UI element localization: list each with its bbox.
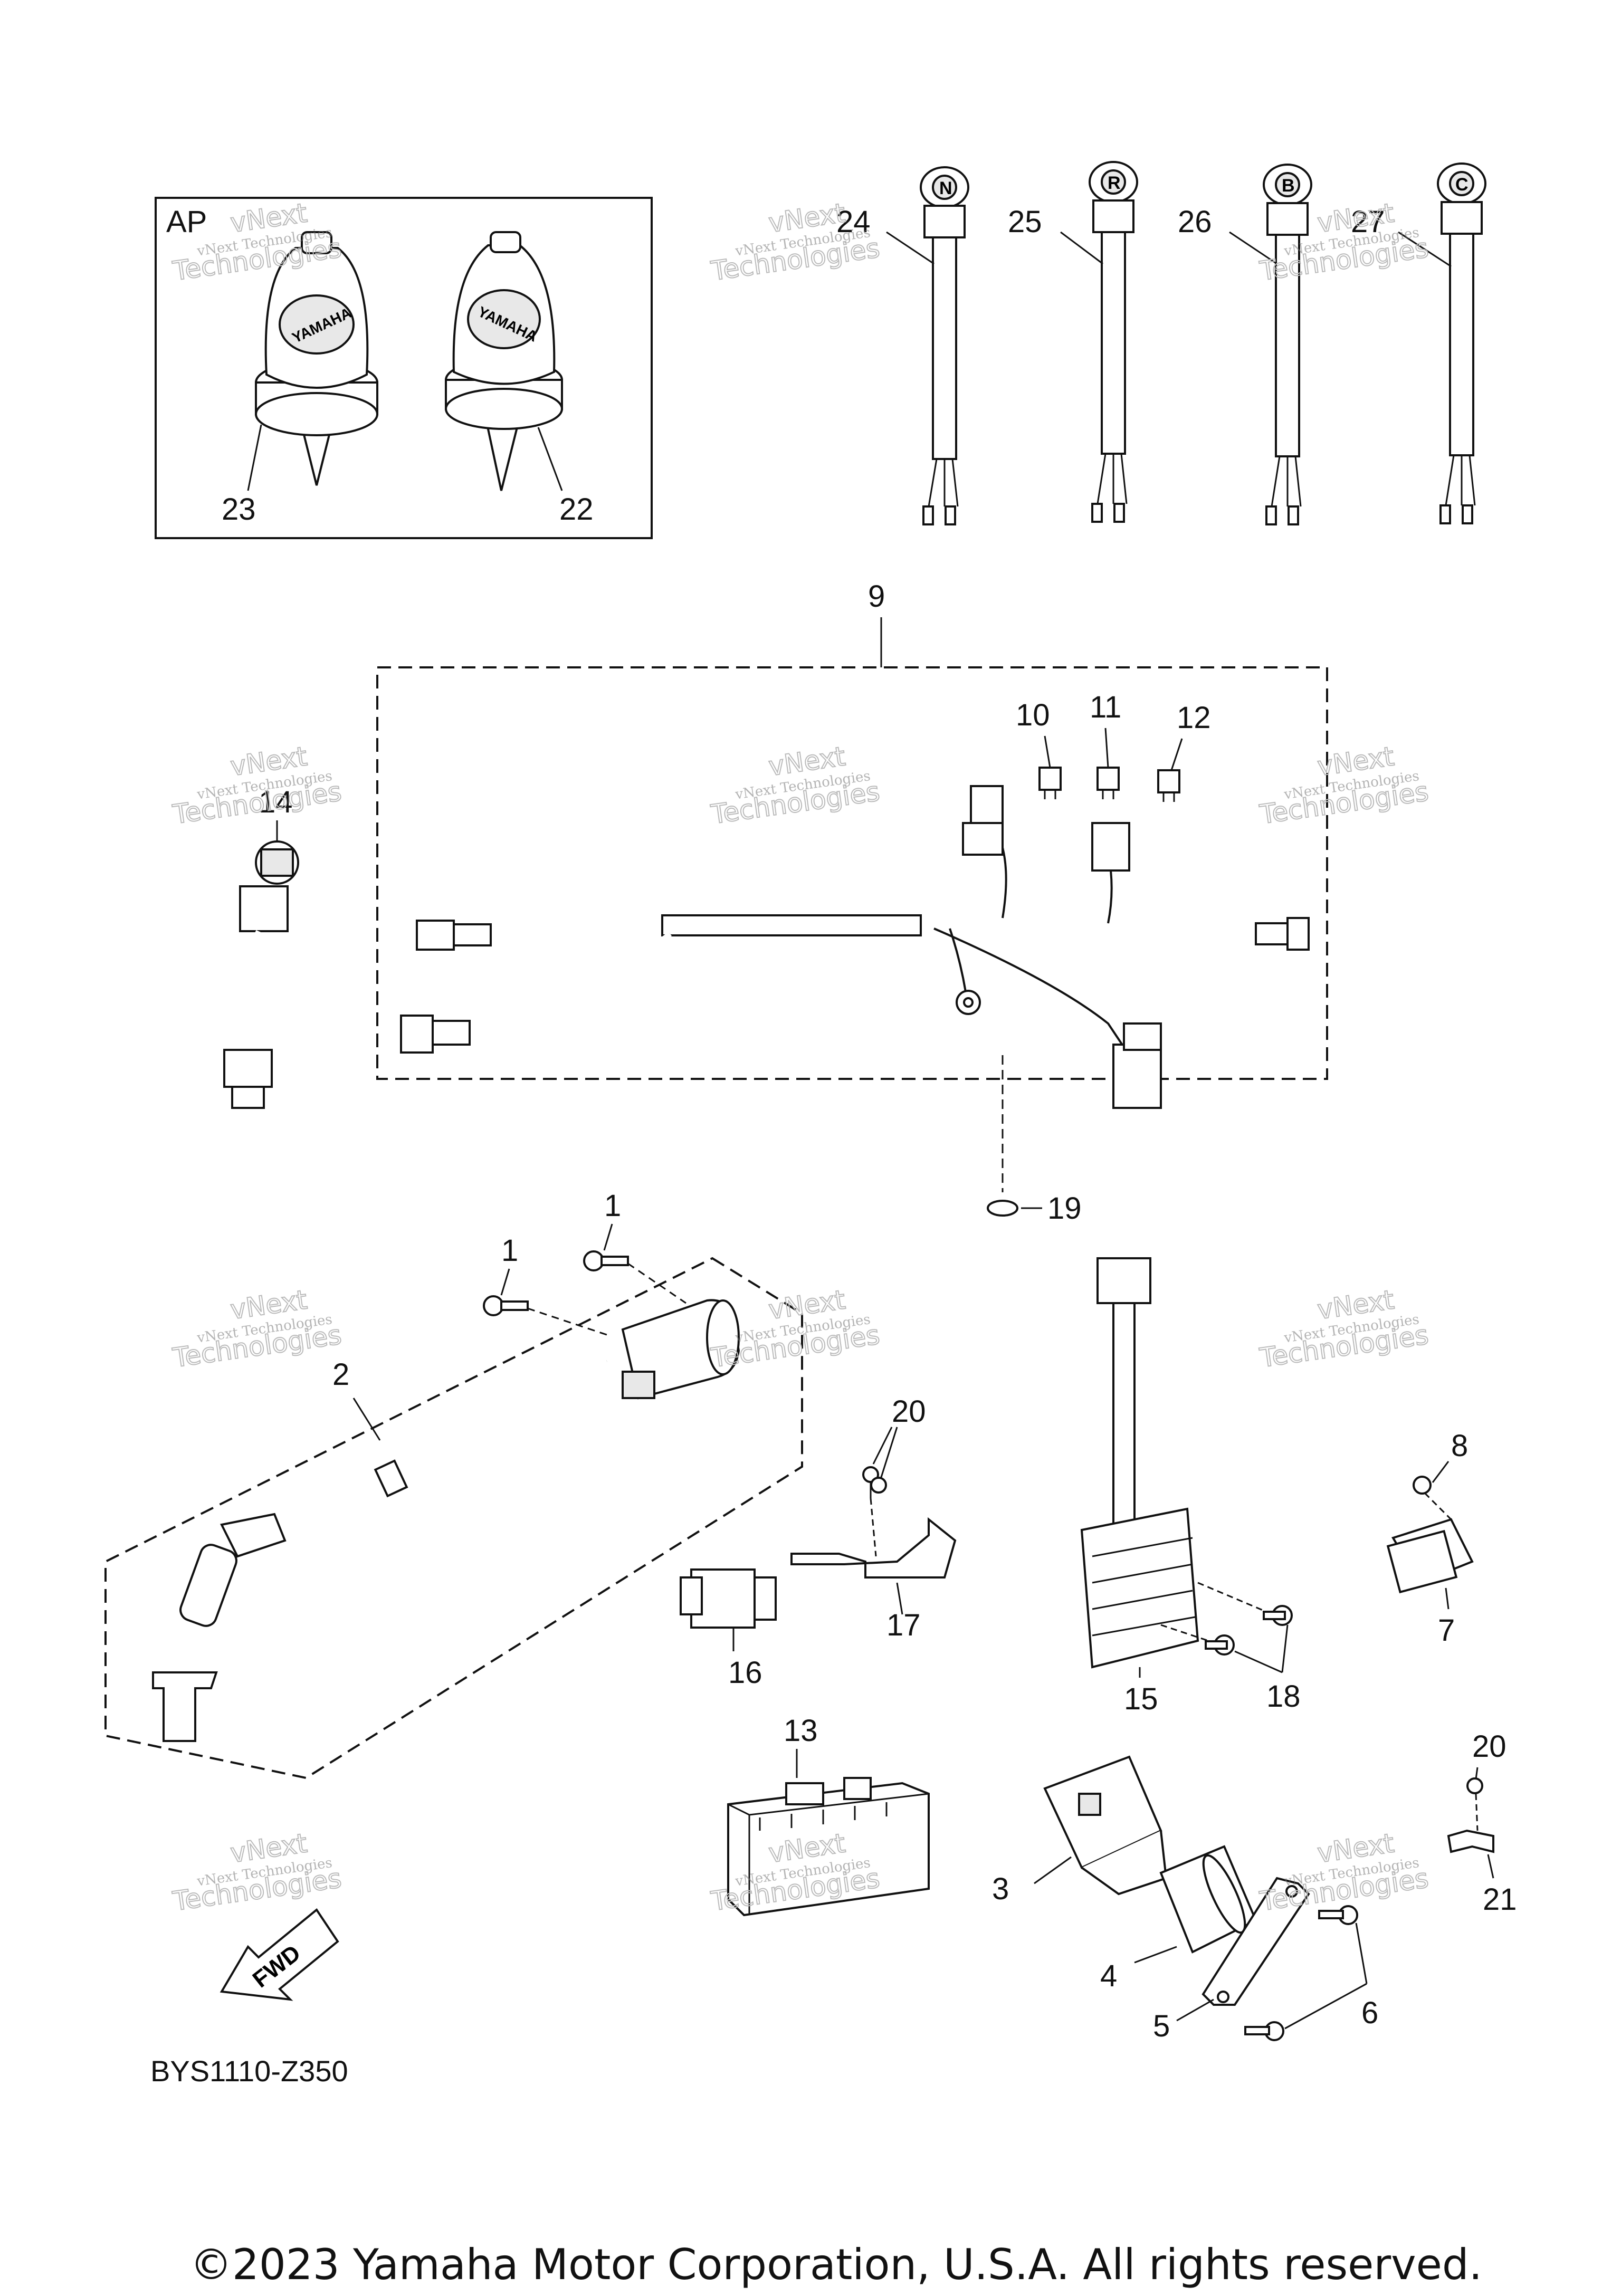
main-switch-14: 14 [223,785,299,1109]
switch-26: B 26 [1178,164,1312,525]
callout-2: 2 [332,1357,349,1392]
switch-25: R 25 [1008,161,1138,523]
inset-ap: AP YAMAHA YAMAHA 23 22 [155,197,653,539]
battery-13: 13 [727,1714,930,1917]
bracket-17: 17 [790,1517,957,1642]
callout-24: 24 [836,205,871,239]
callout-11: 11 [1090,690,1121,724]
callout-7: 7 [1438,1613,1455,1648]
callout-15: 15 [1124,1682,1158,1716]
callout-22: 22 [559,492,594,527]
callout-17: 17 [886,1608,921,1642]
diagram-code: BYS1110-Z350 [150,2054,348,2088]
callout-21: 21 [1483,1882,1517,1917]
callout-4: 4 [1100,1959,1117,1993]
fuse-11 [1096,767,1120,799]
switch-letter-24: N [939,178,952,198]
callout-16: 16 [728,1656,762,1690]
callout-20b: 20 [1472,1729,1506,1764]
switch-27: C 27 [1351,162,1486,524]
switch-letter-25: R [1108,173,1121,193]
bracket-5: 5 [1153,1877,1310,2043]
bolts-6: 6 [1244,1905,1378,2041]
callout-12: 12 [1177,701,1211,735]
cdi-unit-3: 3 [992,1755,1168,1906]
callout-1b: 1 [501,1233,518,1268]
inset-label: AP [166,205,207,239]
callout-6: 6 [1361,1996,1378,2030]
fwd-arrow: FWD [220,1908,339,2001]
ignition-coil-2: 1 1 2 [104,1189,803,1780]
switch-letter-27: C [1455,175,1469,195]
callout-25: 25 [1008,205,1042,239]
callout-5: 5 [1153,2009,1170,2043]
clip-21: 20 21 [1447,1729,1517,1917]
key-22: YAMAHA [445,231,563,491]
callout-14: 14 [259,785,293,819]
relay-16: 16 [680,1568,777,1690]
callout-23: 23 [222,492,256,527]
screws-20a: 20 [862,1394,926,1557]
callout-10: 10 [1016,698,1050,732]
rectifier-15: 15 18 [1080,1257,1301,1716]
callout-18: 18 [1266,1679,1301,1714]
fuse-10 [1038,767,1062,799]
relay-7: 8 7 [1386,1429,1474,1648]
fuse-12 [1157,769,1180,802]
callout-20a: 20 [892,1394,926,1429]
callout-27: 27 [1351,205,1385,239]
callout-3: 3 [992,1872,1009,1906]
callout-1a: 1 [604,1189,621,1223]
switch-24: N 24 [836,166,969,525]
key-23: YAMAHA [255,231,378,486]
switch-letter-26: B [1282,176,1295,196]
wire-harness-9: 9 10 11 12 [376,579,1328,1226]
callout-13: 13 [784,1714,818,1748]
copyright: ©2023 Yamaha Motor Corporation, U.S.A. A… [190,2240,1482,2289]
callout-9: 9 [868,579,885,614]
callout-26: 26 [1178,205,1212,239]
callout-19: 19 [1047,1191,1082,1226]
callout-8: 8 [1451,1429,1468,1463]
